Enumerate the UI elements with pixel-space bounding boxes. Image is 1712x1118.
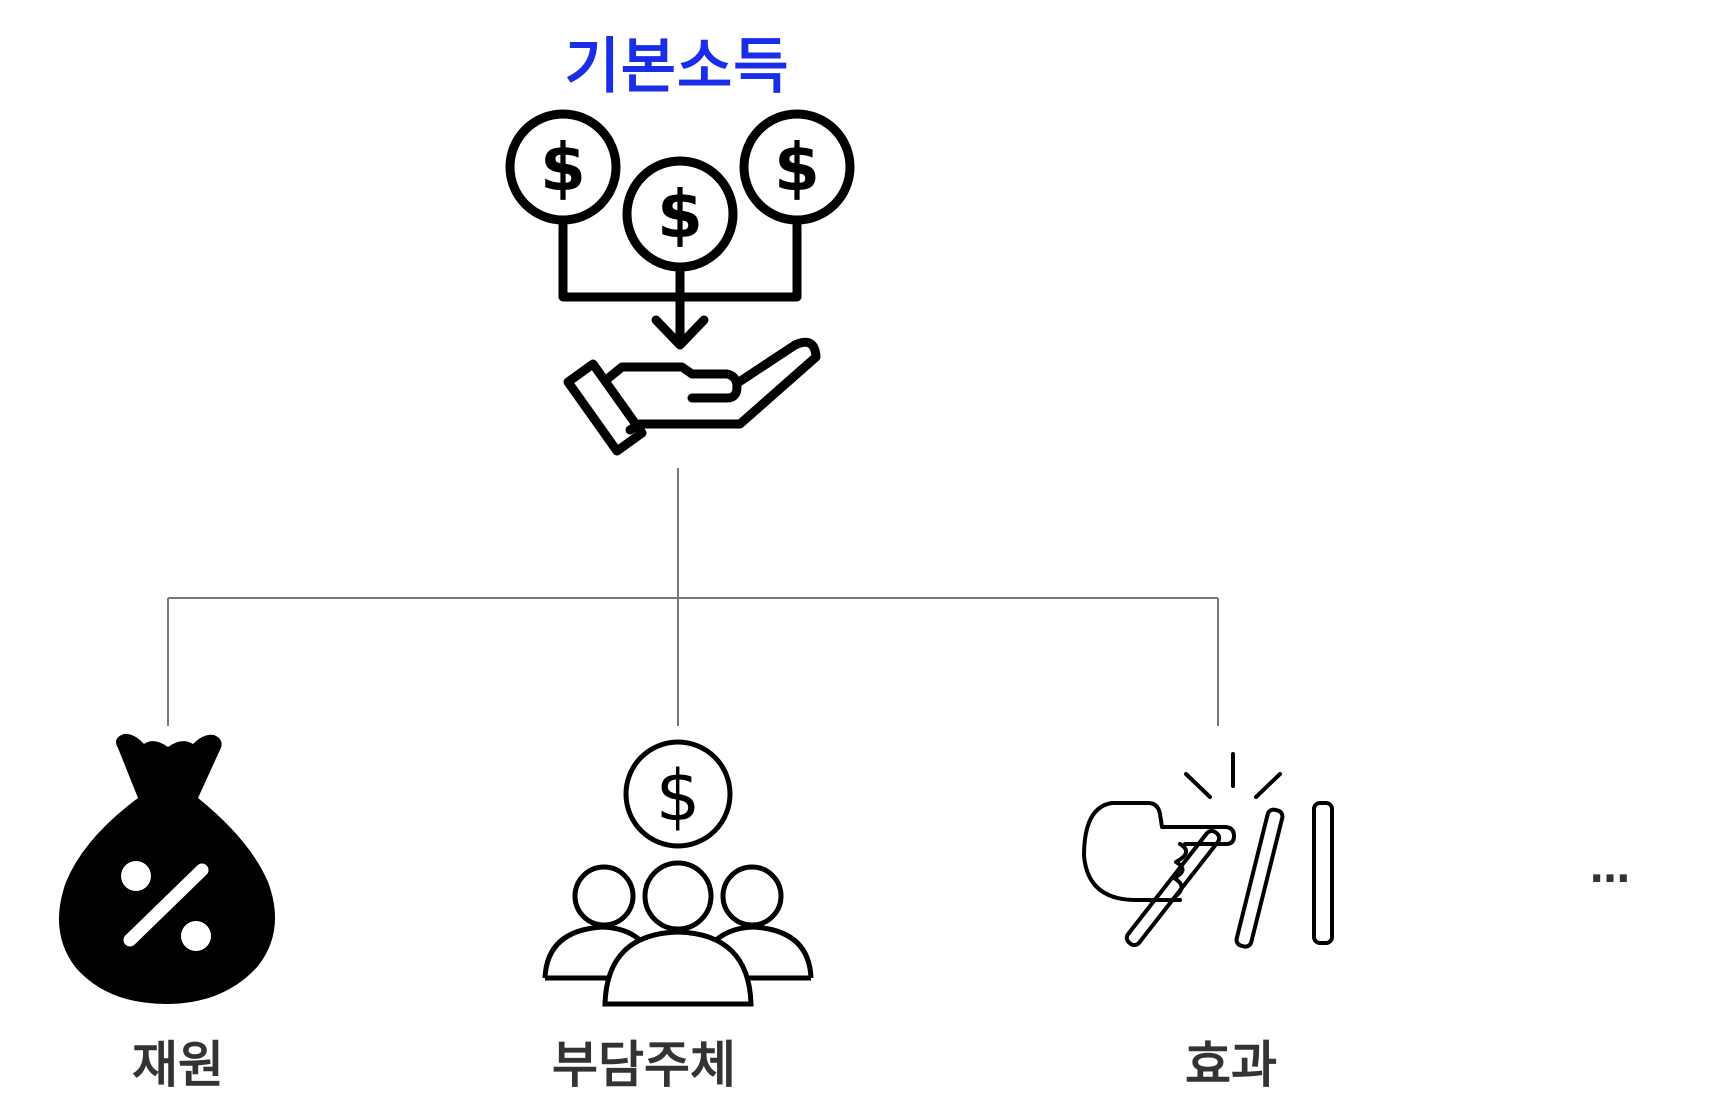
domino-effect-icon [1082,752,1334,949]
diagram-title: 기본소득 [564,32,790,102]
dollar-icon: $ [657,176,703,253]
connector-lines [167,468,1219,726]
category-label-funding: 재원 [132,1036,224,1094]
basic-income-coin-symbols: $ $ $ [540,129,820,253]
people-dollar-icon [542,739,814,1007]
money-bag-percent-icon [58,733,276,1004]
dollar-icon: $ [540,129,586,206]
dollar-icon: $ [656,755,701,837]
category-label-effect: 효과 [1185,1036,1277,1094]
basic-income-icon [505,109,855,456]
more-ellipsis: … [1590,846,1632,892]
category-label-burden-bearer: 부담주체 [552,1036,736,1094]
dollar-icon: $ [774,129,820,206]
